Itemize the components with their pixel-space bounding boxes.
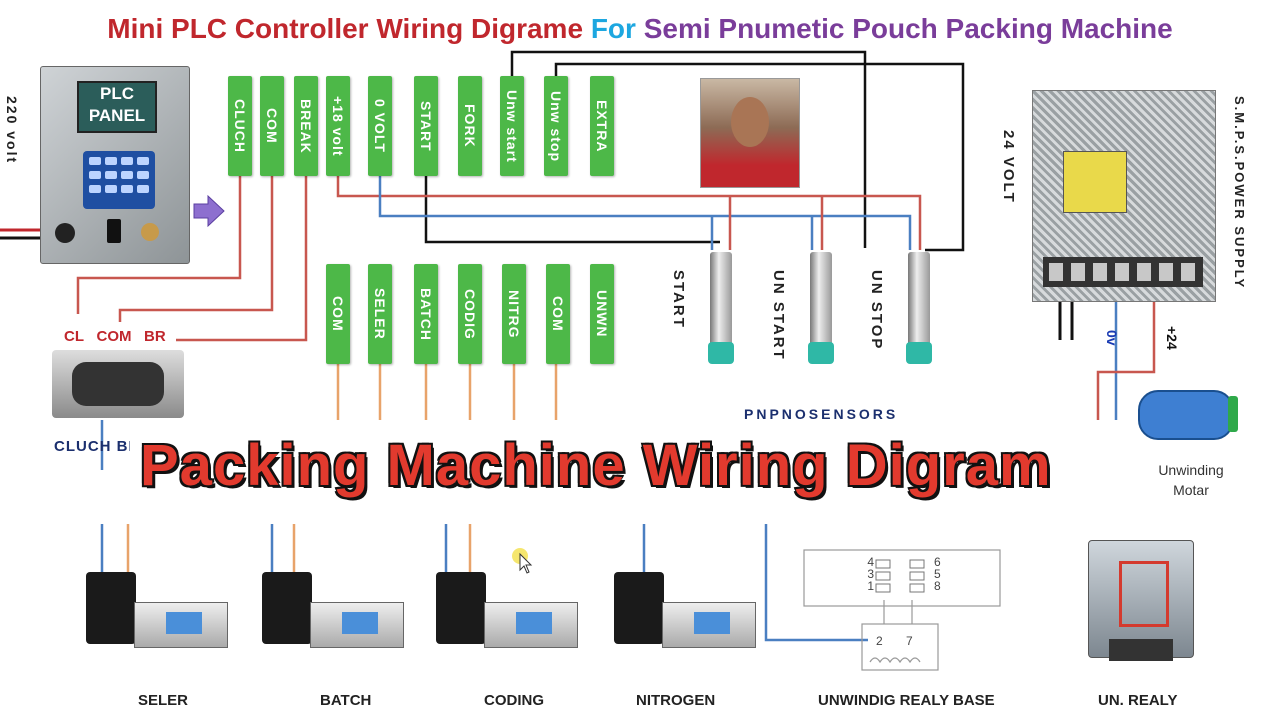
relay-pin-2: 2 xyxy=(876,634,883,648)
terminal-unw-start: Unw start xyxy=(500,76,524,176)
plc-keypad xyxy=(83,151,155,209)
relay-base-caption: UNWINDIG REALY BASE xyxy=(818,692,995,709)
title-part-2: For xyxy=(590,13,636,44)
unwinding-motor xyxy=(1138,390,1234,440)
clutch-caption: CLUCH BR xyxy=(54,438,141,455)
sensor-un-start xyxy=(808,252,834,364)
relay-pin-5: 5 xyxy=(934,567,941,581)
relay-pins-bottom: 2 7 xyxy=(876,634,913,648)
terminal-batch: BATCH xyxy=(414,264,438,364)
plc-label-line2: PANEL xyxy=(88,106,146,125)
cursor-icon xyxy=(512,548,533,574)
arrow-right-icon xyxy=(193,194,225,228)
motor-caption-line1: Unwinding xyxy=(1158,462,1224,478)
psu-zero-label: 0v xyxy=(1104,330,1120,346)
clutch-labels: CL COM BR xyxy=(64,328,166,345)
relay-pin-4: 4 xyxy=(867,555,874,569)
relay-coil xyxy=(1119,561,1169,627)
sensor-label-start: START xyxy=(670,270,687,329)
motor-caption-line2: Motar xyxy=(1173,482,1209,498)
motor-caption: Unwinding Motar xyxy=(1136,460,1246,500)
sensor-label-un-start: UN START xyxy=(770,270,787,361)
valve-label-batch: BATCH xyxy=(320,692,372,709)
title-part-1: Mini PLC Controller Wiring Digrame xyxy=(107,13,584,44)
plc-knob xyxy=(55,223,75,243)
relay-pin-1: 1 xyxy=(867,579,874,593)
terminal-extra: EXTRA xyxy=(590,76,614,176)
terminal-fork: FORK xyxy=(458,76,482,176)
clutch-label-com: COM xyxy=(96,328,132,345)
valve-label-coding: CODING xyxy=(484,692,544,709)
psu-volt-label: 24 VOLT xyxy=(1000,130,1017,204)
power-supply xyxy=(1032,90,1216,302)
plc-switch xyxy=(107,219,121,243)
valve-label-seler: SELER xyxy=(138,692,189,709)
psu-plus-label: +24 xyxy=(1164,326,1180,350)
relay-pin-7: 7 xyxy=(906,634,913,648)
terminal-cluch: CLUCH xyxy=(228,76,252,176)
person-photo xyxy=(700,78,800,188)
psu-title: S.M.P.S.POWER SUPPLY xyxy=(1232,96,1247,290)
relay-base-schematic xyxy=(803,549,1001,671)
terminal-nitrg: NITRG xyxy=(502,264,526,364)
plc-panel: PLC PANEL xyxy=(40,66,190,264)
valve-coding xyxy=(436,572,578,658)
plc-fuse xyxy=(141,223,159,241)
relay-device xyxy=(1088,540,1194,661)
sensor-un-stop xyxy=(906,252,932,364)
terminal-unw-stop: Unw stop xyxy=(544,76,568,176)
valve-label-nitrogen: NITROGEN xyxy=(636,692,716,709)
supply-voltage-label: 220 volt xyxy=(4,96,20,165)
valve-nitrogen xyxy=(614,572,756,658)
sensor-label-un-stop: UN STOP xyxy=(868,270,885,351)
terminal-codig: CODIG xyxy=(458,264,482,364)
valve-batch xyxy=(262,572,404,658)
photo-face xyxy=(731,97,769,147)
terminal-unwn: UNWN xyxy=(590,264,614,364)
terminal-com: COM xyxy=(260,76,284,176)
relay-socket xyxy=(1109,639,1173,661)
sensor-start xyxy=(708,252,734,364)
terminal-com-2: COM xyxy=(546,264,570,364)
title-part-3: Semi Pnumetic Pouch Packing Machine xyxy=(643,13,1173,44)
relay-caption: UN. REALY xyxy=(1098,692,1178,709)
clutch-brake xyxy=(52,350,184,418)
terminal-com-bottom: COM xyxy=(326,264,350,364)
relay-pin-8: 8 xyxy=(934,579,941,593)
relay-pin-6: 6 xyxy=(934,555,941,569)
relay-pin-3: 3 xyxy=(867,567,874,581)
clutch-body xyxy=(72,362,164,406)
terminal-seler: SELER xyxy=(368,264,392,364)
valve-seler xyxy=(86,572,228,658)
terminal-0-volt: 0 VOLT xyxy=(368,76,392,176)
relay-pins-right: 6 5 8 xyxy=(934,556,946,592)
relay-pins-left: 4 3 1 xyxy=(862,556,874,592)
banner-backdrop xyxy=(130,420,1130,524)
terminal-18-volt: +18 volt xyxy=(326,76,350,176)
psu-terminal-strip xyxy=(1043,257,1203,287)
clutch-label-br: BR xyxy=(144,328,166,345)
terminal-start: START xyxy=(414,76,438,176)
terminal-break: BREAK xyxy=(294,76,318,176)
clutch-label-cl: CL xyxy=(64,328,84,345)
motor-shaft xyxy=(1228,396,1238,432)
diagram-title: Mini PLC Controller Wiring Digrame For S… xyxy=(0,0,1280,58)
plc-display: PLC PANEL xyxy=(77,81,157,133)
sensor-caption: PNPNOSENSORS xyxy=(744,406,899,420)
banner-title: Packing Machine Wiring Digram xyxy=(140,433,1052,498)
psu-warning-label xyxy=(1063,151,1127,213)
plc-label-line1: PLC xyxy=(100,84,134,103)
